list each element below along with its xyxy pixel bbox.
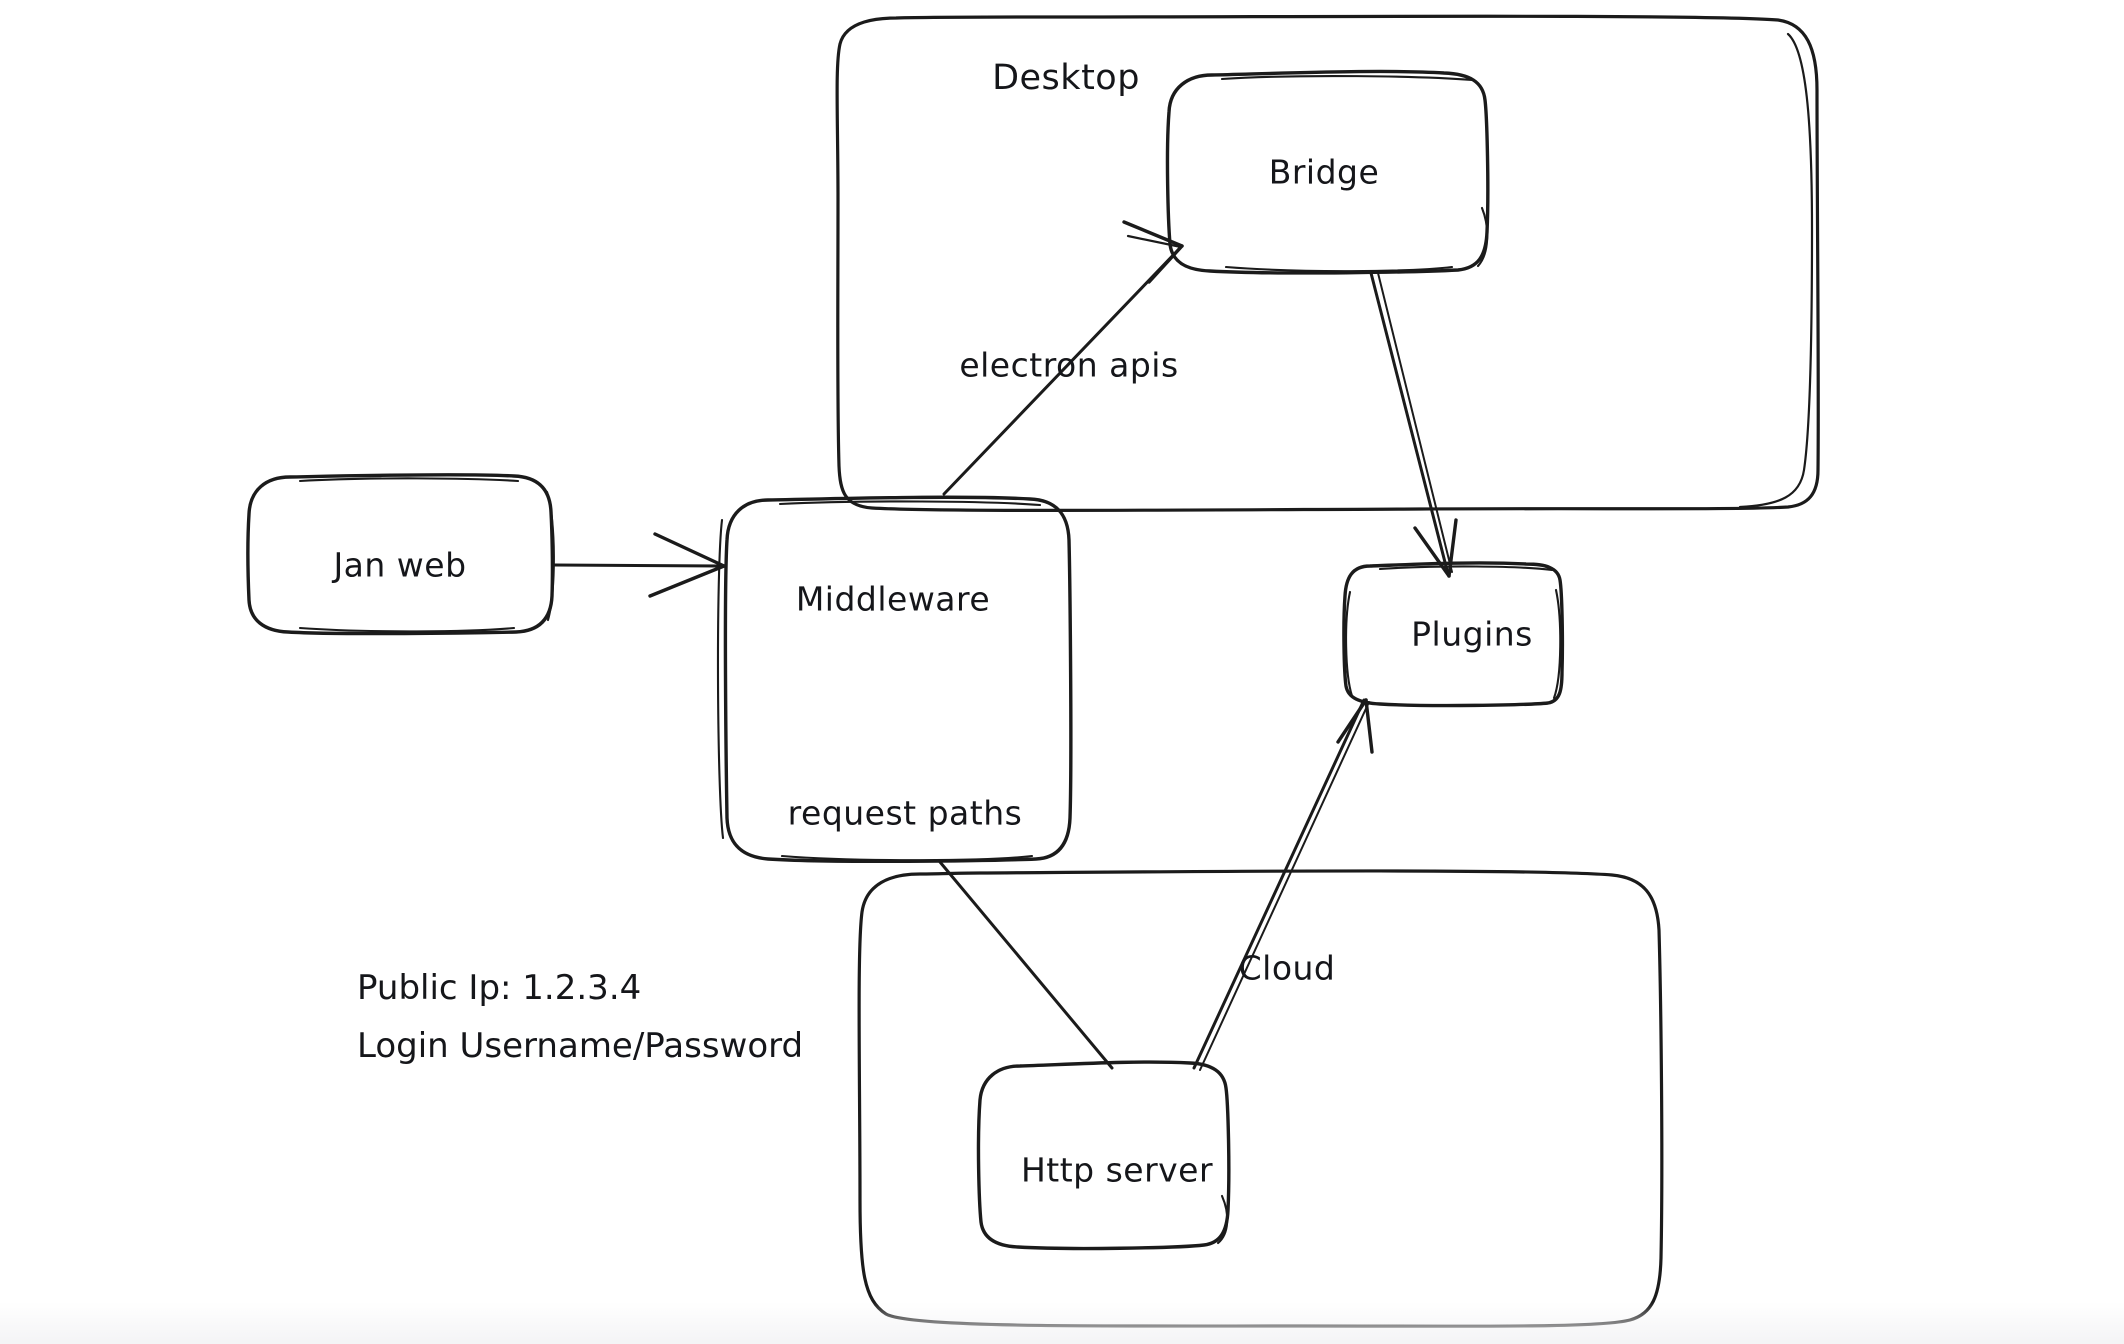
edge-middleware-to-bridge[interactable] [942,220,1184,496]
edge-jan-web-to-middleware[interactable] [552,532,726,598]
node-http-server-outline[interactable] [976,1060,1231,1251]
node-label-http-server: Http server [1020,1150,1214,1190]
edge-middleware-to-http-server[interactable] [938,860,1114,1070]
node-label-bridge: Bridge [1268,152,1380,192]
edge-bridge-to-plugins[interactable] [1369,271,1458,578]
note-public-ip: Public Ip: 1.2.3.4 [357,968,642,1008]
edge-label-cloud: Cloud [1238,948,1336,988]
node-label-plugins: Plugins [1411,614,1533,654]
edge-label-electron-apis: electron apis [959,345,1179,385]
group-cloud-outline[interactable] [857,869,1664,1328]
node-middleware-outline[interactable] [716,495,1073,864]
node-label-middleware: Middleware [795,579,991,619]
edge-http-server-to-plugins[interactable] [1192,698,1374,1071]
note-login-credentials: Login Username/Password [357,1026,804,1066]
group-label-desktop: Desktop [992,58,1140,98]
node-jan-web-outline[interactable] [246,473,555,636]
group-desktop-outline[interactable] [835,14,1820,512]
node-label-jan-web: Jan web [333,545,467,585]
node-bridge-outline[interactable] [1165,69,1490,275]
edge-label-request-paths: request paths [787,793,1023,833]
node-plugins-outline[interactable] [1342,561,1565,708]
